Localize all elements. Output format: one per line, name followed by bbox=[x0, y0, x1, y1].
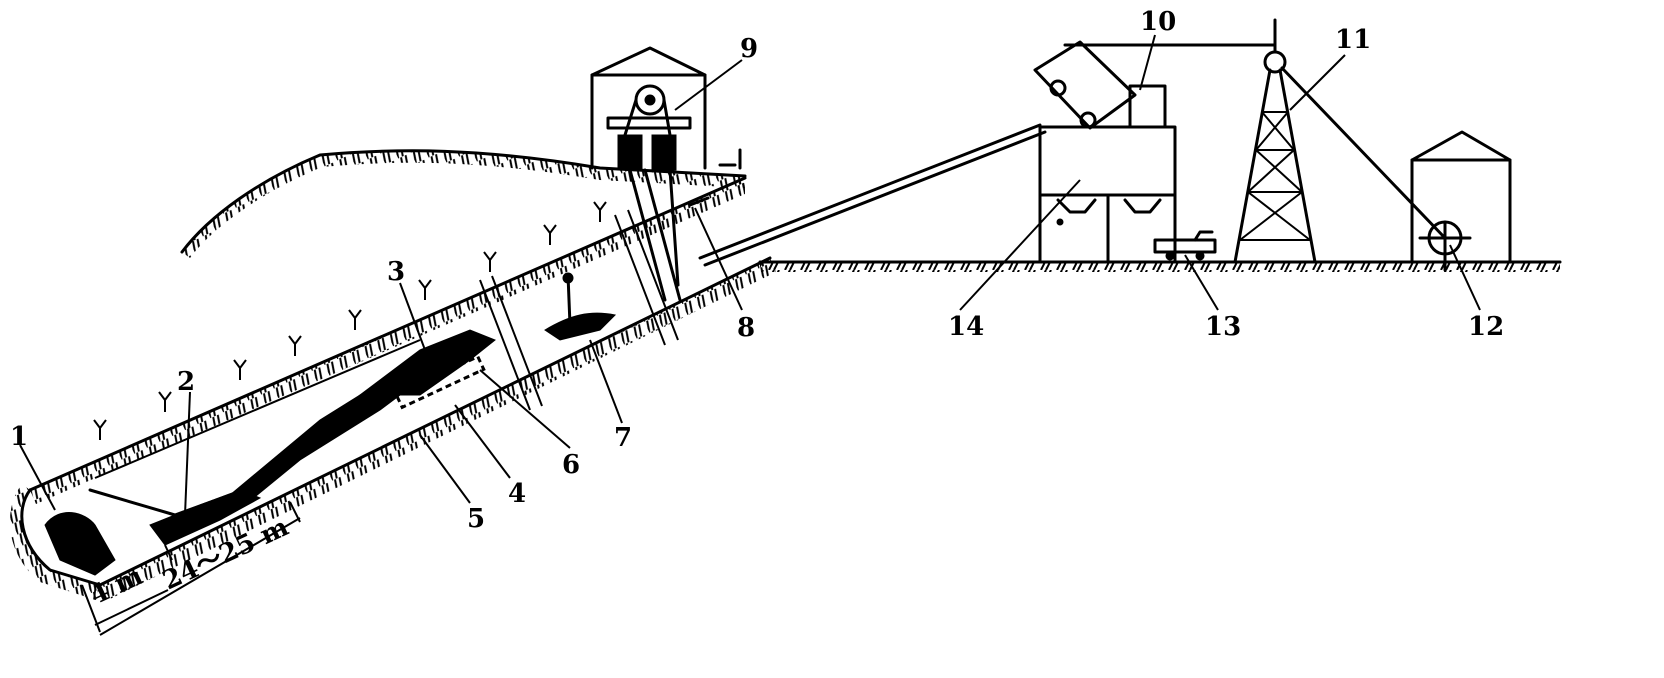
label-4: 4 bbox=[508, 479, 526, 509]
excavator-equipment bbox=[44, 329, 496, 576]
label-14: 14 bbox=[948, 312, 984, 342]
label-7: 7 bbox=[614, 423, 632, 453]
surface-conveyor bbox=[698, 123, 1047, 267]
label-13: 13 bbox=[1205, 312, 1241, 342]
hoist-house-9 bbox=[590, 46, 742, 302]
leader-lines bbox=[19, 34, 1481, 516]
plant-building-10-14 bbox=[1033, 40, 1277, 264]
label-6: 6 bbox=[562, 450, 580, 480]
label-11: 11 bbox=[1335, 25, 1371, 55]
label-10: 10 bbox=[1140, 7, 1176, 37]
drill-rig-7 bbox=[544, 272, 617, 341]
callout-labels: 1 2 3 4 5 6 7 8 9 10 11 12 13 14 bbox=[10, 7, 1504, 534]
cart-13 bbox=[1153, 230, 1217, 261]
hill-surface bbox=[180, 149, 747, 258]
label-12: 12 bbox=[1468, 312, 1504, 342]
winch-house-12 bbox=[1410, 130, 1512, 272]
inclined-tunnel bbox=[9, 176, 776, 600]
label-2: 2 bbox=[177, 367, 195, 397]
roof-supports bbox=[93, 201, 607, 440]
label-8: 8 bbox=[737, 313, 755, 343]
label-9: 9 bbox=[740, 34, 758, 64]
label-1: 1 bbox=[10, 422, 28, 452]
derrick-11 bbox=[1233, 18, 1447, 264]
label-5: 5 bbox=[467, 504, 485, 534]
label-3: 3 bbox=[387, 257, 405, 287]
